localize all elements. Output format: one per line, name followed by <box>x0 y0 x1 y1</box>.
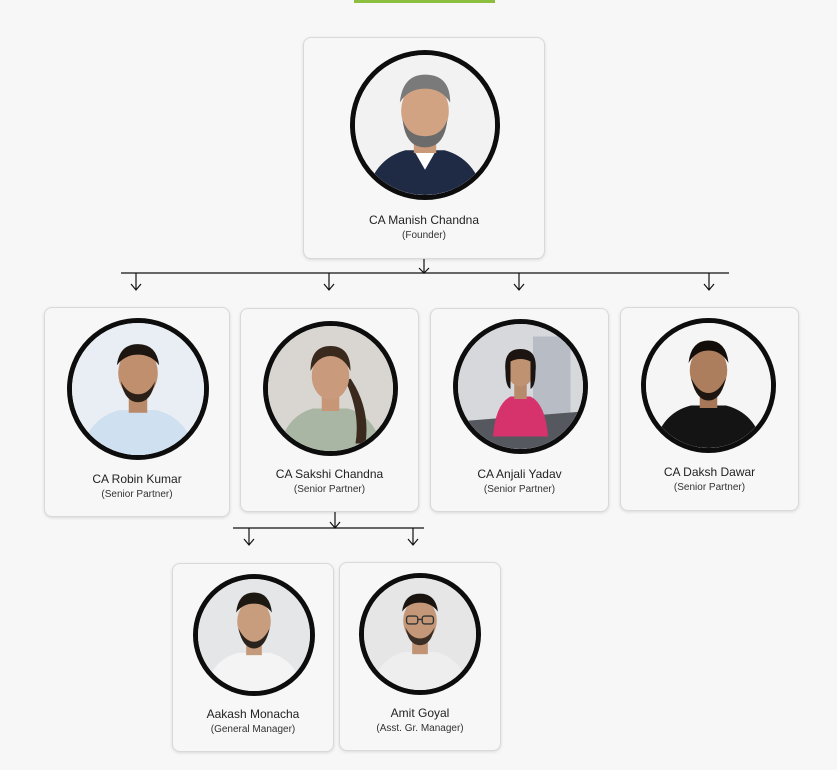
accent-bar <box>354 0 495 3</box>
manager-role: (Asst. Gr. Manager) <box>376 723 464 734</box>
arrow-down-icon <box>323 283 335 291</box>
manager-role: (General Manager) <box>210 724 296 735</box>
partner-name: CA Anjali Yadav <box>477 467 562 481</box>
partner-photo <box>67 318 209 460</box>
partner-card: CA Anjali Yadav (Senior Partner) <box>430 308 609 512</box>
arrow-down-icon <box>407 538 419 546</box>
partner-role: (Senior Partner) <box>673 482 746 493</box>
manager-name: Amit Goyal <box>390 706 450 720</box>
partner-role: (Senior Partner) <box>101 489 173 500</box>
partner-role: (Senior Partner) <box>483 484 556 495</box>
arrow-down-icon <box>329 521 341 529</box>
arrow-down-icon <box>130 283 142 291</box>
partner-photo <box>263 321 398 456</box>
arrow-down-icon <box>703 283 715 291</box>
manager-name: Aakash Monacha <box>206 707 300 721</box>
manager-card: Aakash Monacha (General Manager) <box>172 563 334 752</box>
partner-name: CA Daksh Dawar <box>663 465 756 479</box>
partner-photo <box>641 318 776 453</box>
arrow-down-icon <box>513 283 525 291</box>
founder-card: CA Manish Chandna (Founder) <box>303 37 545 259</box>
arrow-down-icon <box>243 538 255 546</box>
partner-card: CA Robin Kumar (Senior Partner) <box>44 307 230 517</box>
partner-card: CA Daksh Dawar (Senior Partner) <box>620 307 799 511</box>
manager-photo <box>359 573 481 695</box>
founder-name: CA Manish Chandna <box>368 213 480 227</box>
partner-photo <box>453 319 588 454</box>
founder-arrow-icon <box>418 267 430 274</box>
founder-photo <box>350 50 500 200</box>
partner-name: CA Sakshi Chandna <box>275 467 384 481</box>
partner-name: CA Robin Kumar <box>92 472 182 486</box>
manager-photo <box>193 574 315 696</box>
partner-card: CA Sakshi Chandna (Senior Partner) <box>240 308 419 512</box>
founder-role: (Founder) <box>402 230 446 241</box>
manager-card: Amit Goyal (Asst. Gr. Manager) <box>339 562 501 751</box>
partner-role: (Senior Partner) <box>293 484 366 495</box>
